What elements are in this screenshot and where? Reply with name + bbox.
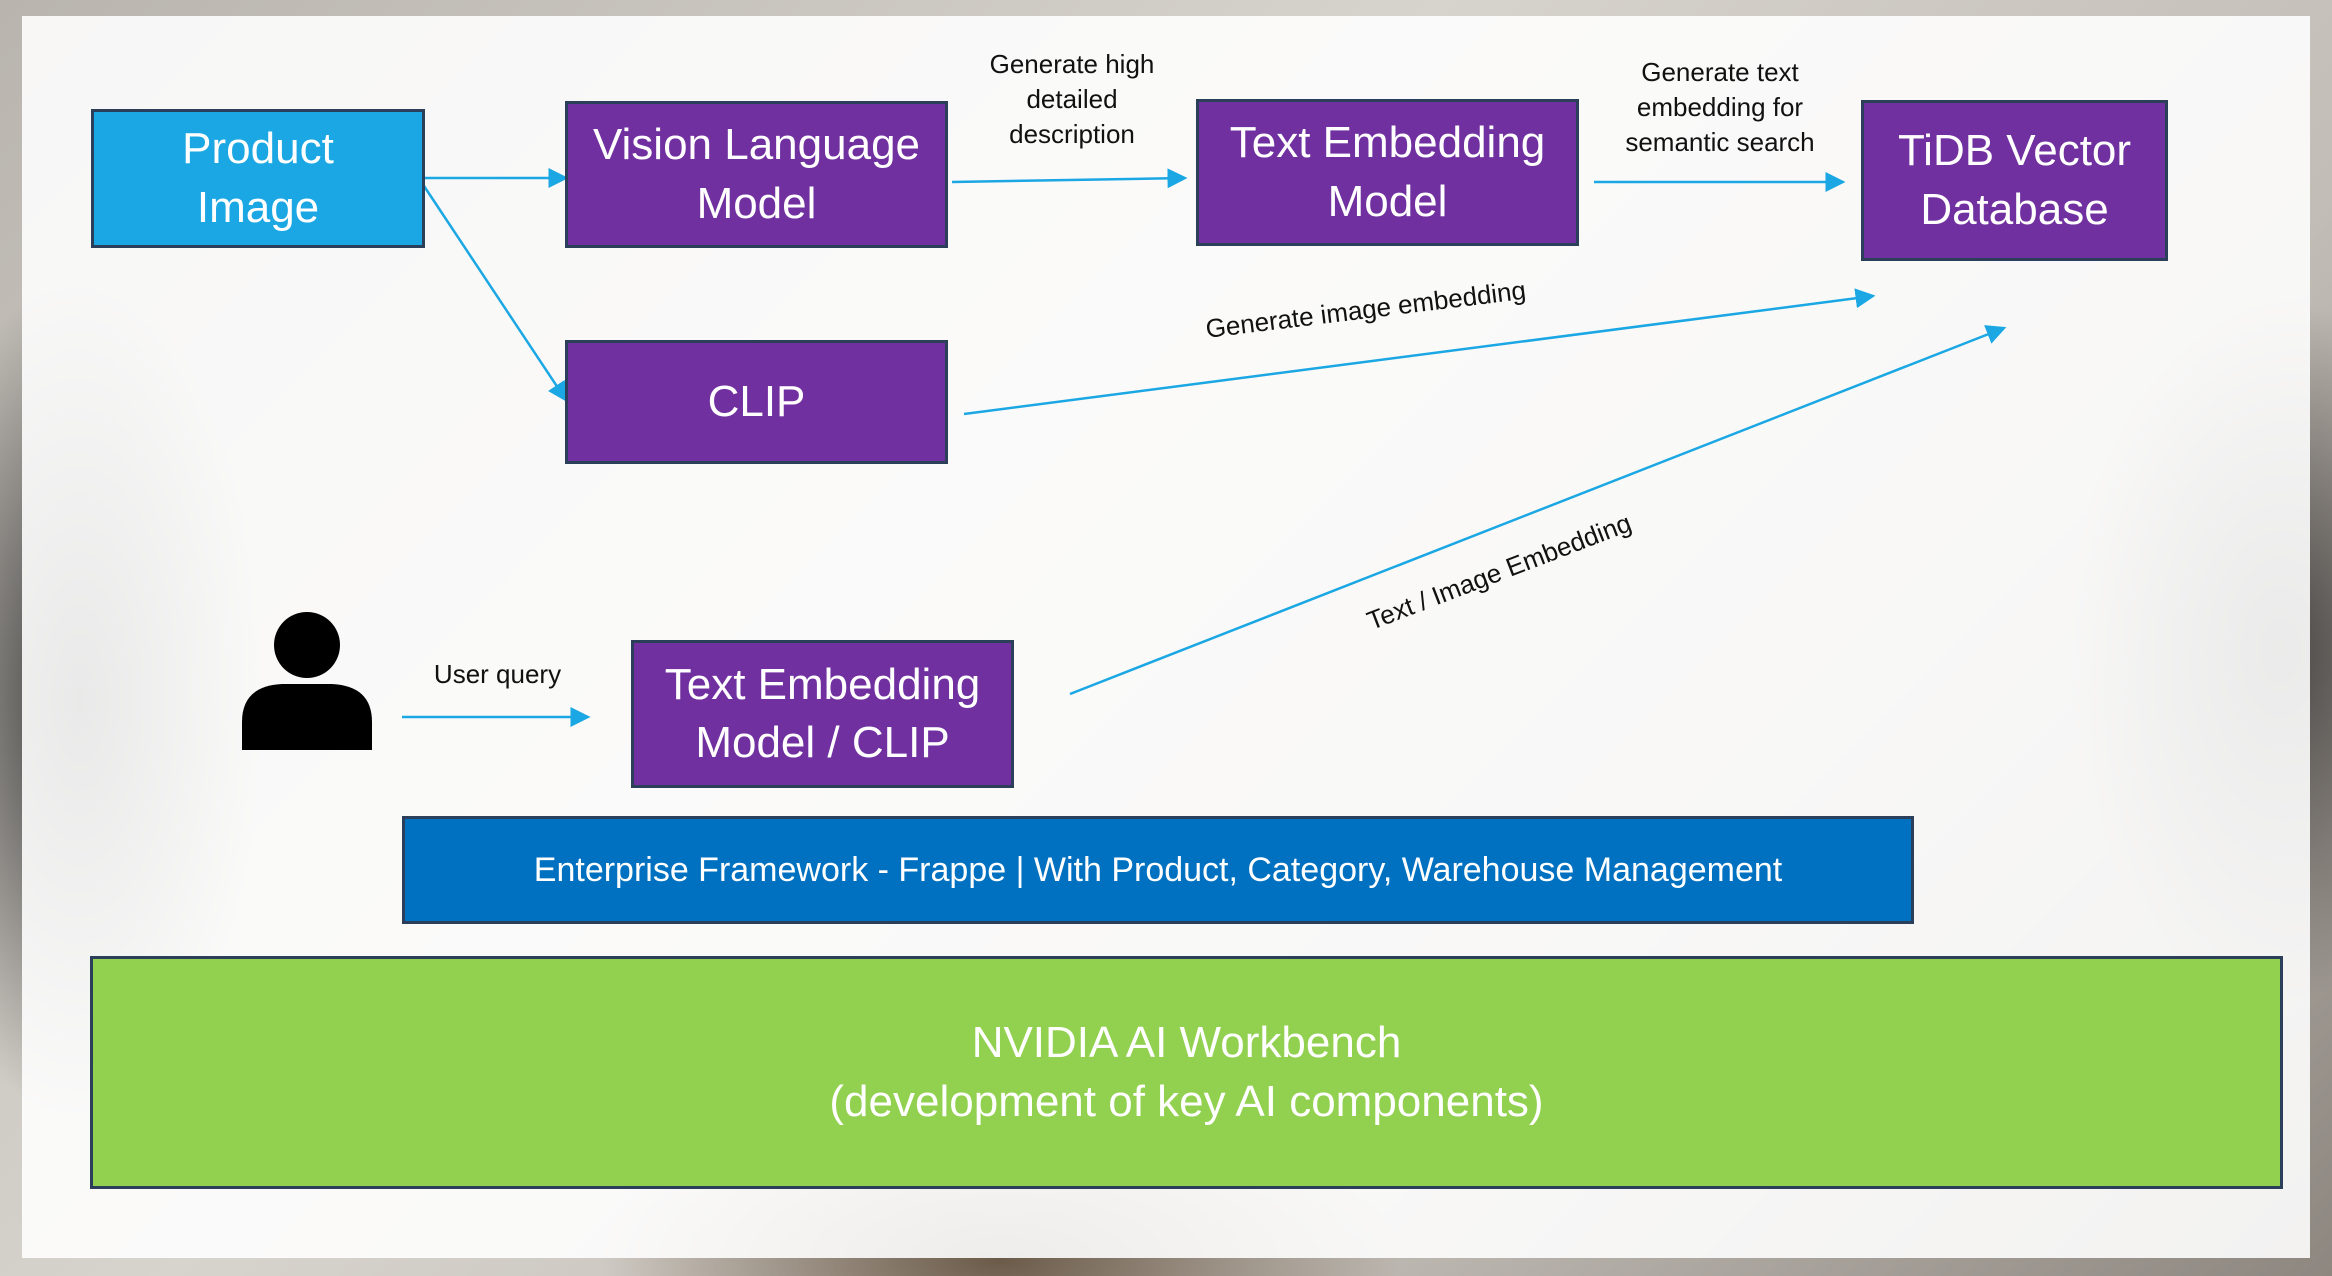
- generate-text-embedding-label: Generate text embedding for semantic sea…: [1625, 57, 1815, 158]
- arrow-clip-to-tidb: [963, 288, 1876, 416]
- user-query-label: User query: [433, 659, 562, 689]
- text-embedding-clip-node: Text Embedding Model / CLIP: [631, 640, 1014, 788]
- generate-description-label: Generate high detailed description: [989, 49, 1155, 150]
- tidb-vector-database-node: TiDB Vector Database: [1861, 100, 2168, 261]
- arrow-query-model-to-tidb: [1069, 325, 2007, 696]
- enterprise-framework-bar: Enterprise Framework - Frappe | With Pro…: [402, 816, 1914, 924]
- nvidia-ai-workbench-bar: NVIDIA AI Workbench (development of key …: [90, 956, 2283, 1189]
- user-icon: [242, 612, 372, 750]
- arrow-product-to-clip: [422, 185, 568, 403]
- vision-language-model-node: Vision Language Model: [565, 101, 948, 248]
- arrow-vlm-to-text-embedding: [951, 168, 1188, 189]
- text-embedding-model-node: Text Embedding Model: [1196, 99, 1579, 246]
- clip-node: CLIP: [565, 340, 948, 464]
- product-image-node: Product Image: [91, 109, 425, 248]
